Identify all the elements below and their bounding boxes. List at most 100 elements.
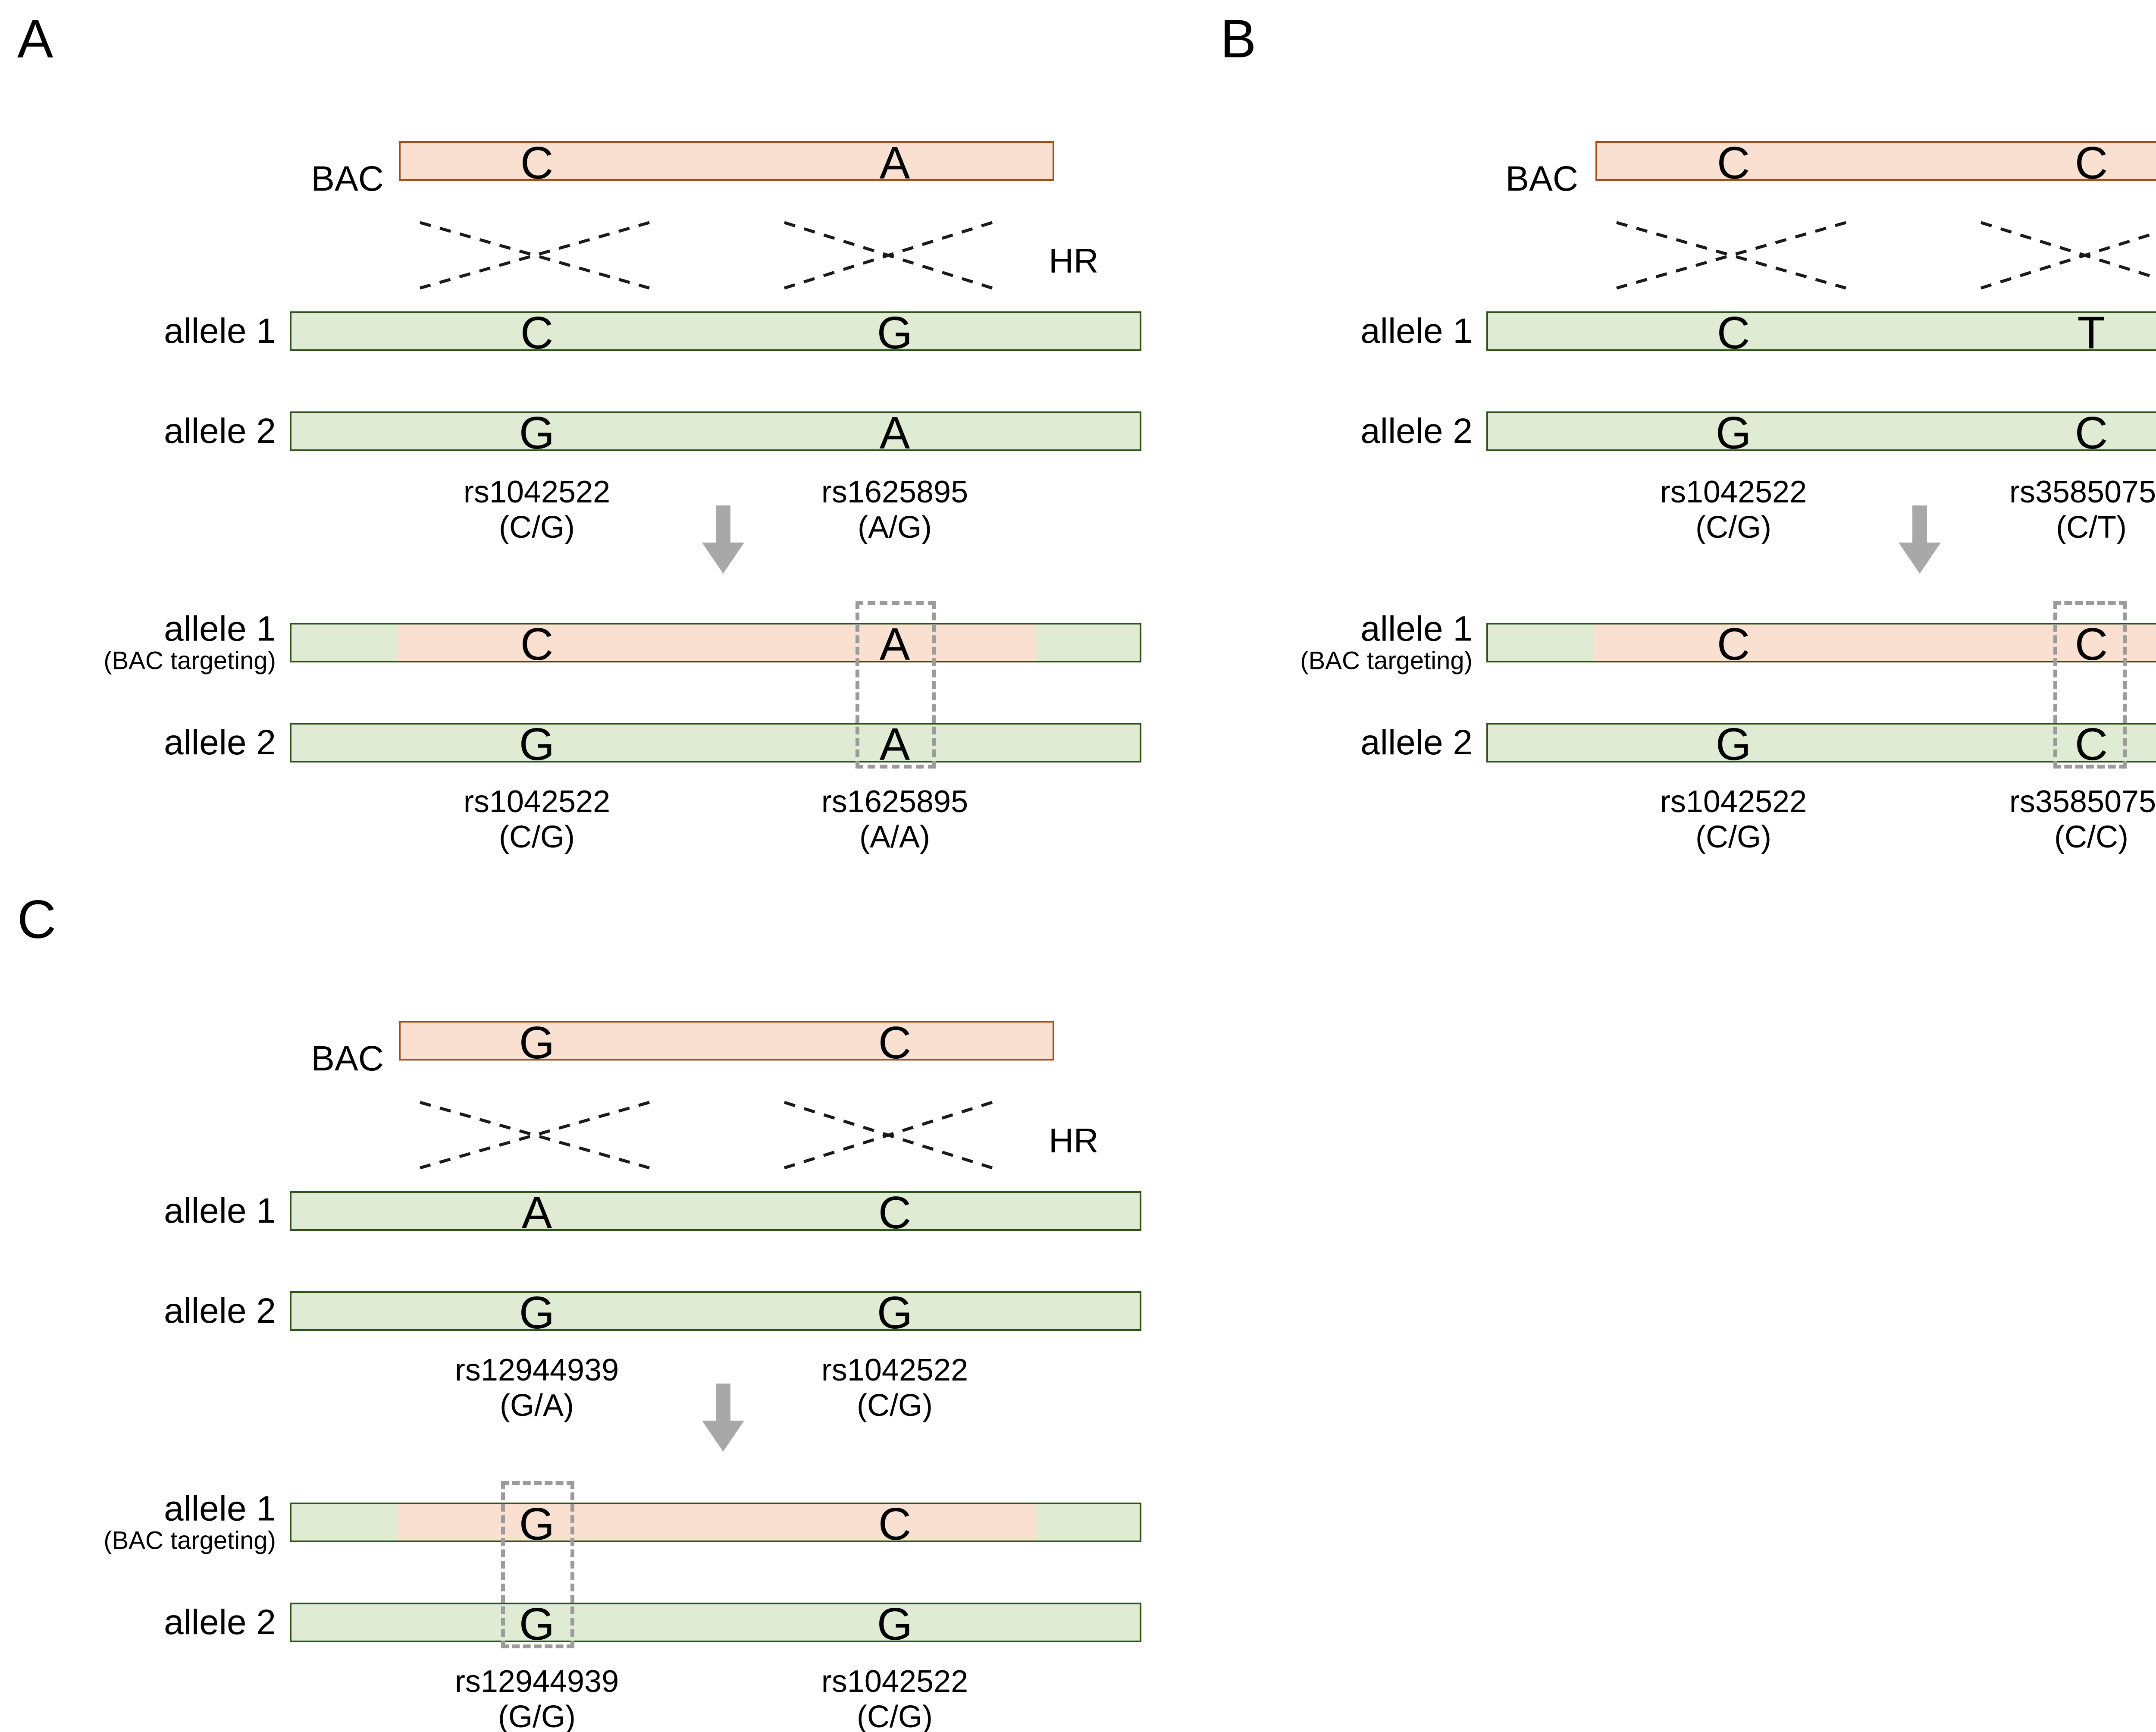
allele-base-a-pre-0-0: C — [520, 307, 554, 358]
crossover-x-b-1 — [1979, 221, 2156, 290]
bac-base-c-0: G — [519, 1017, 555, 1068]
allele-label-c-pre-1: allele 2 — [164, 1291, 276, 1331]
snp-c-post-0: rs12944939 (G/G) — [455, 1664, 619, 1732]
allele-label-c-pre-0: allele 1 — [164, 1191, 276, 1231]
crossover-x-b-0 — [1615, 221, 1848, 290]
allele-base-b-pre-0-1: T — [2077, 307, 2106, 358]
bar-segment-bac-derived — [398, 1503, 1036, 1542]
allele-base-c-post-0-0: G — [519, 1499, 555, 1550]
crossover-x-c-1 — [783, 1101, 994, 1170]
allele-label-a-post-0: allele 1 (BAC targeting) — [86, 611, 276, 674]
allele-base-b-pre-1-1: C — [2075, 408, 2108, 458]
snp-alleles: (C/G) — [857, 1388, 933, 1423]
process-arrow-c — [699, 1384, 747, 1453]
allele-bar-c-pre-1 — [290, 1291, 1141, 1331]
process-arrow-a — [699, 505, 747, 574]
bar-segment-genomic-left — [290, 623, 398, 662]
hr-label-c: HR — [1049, 1121, 1099, 1160]
snp-rsid: rs1625895 — [821, 475, 968, 509]
allele-base-a-pre-1-0: G — [519, 408, 555, 458]
crossover-x-a-0 — [418, 221, 651, 290]
snp-alleles: (C/G) — [1695, 510, 1771, 545]
panel-letter-a: A — [17, 9, 53, 69]
allele-bar-a-post-1 — [290, 723, 1141, 762]
allele-bar-b-pre-0 — [1486, 311, 2156, 351]
allele-bar-a-pre-1 — [290, 411, 1141, 451]
allele-label-b-pre-1: allele 2 — [1360, 411, 1473, 451]
snp-b-pre-1: rs35850753 (C/T) — [2009, 474, 2156, 545]
allele-base-b-pre-1-0: G — [1715, 408, 1752, 458]
allele-base-a-post-0-0: C — [520, 619, 554, 670]
allele-base-a-pre-1-1: A — [879, 408, 910, 458]
allele-bar-c-post-0 — [290, 1503, 1141, 1542]
allele-base-a-pre-0-1: G — [877, 307, 913, 358]
allele-label-main: allele 1 — [1360, 609, 1473, 649]
allele-base-b-pre-0-0: C — [1717, 307, 1750, 358]
snp-rsid: rs12944939 — [454, 1664, 619, 1699]
snp-rsid: rs12944939 — [454, 1353, 619, 1387]
snp-rsid: rs1042522 — [1660, 475, 1807, 509]
bac-bar-b — [1595, 141, 2156, 181]
bac-base-a-1: A — [879, 138, 910, 188]
snp-c-pre-1: rs1042522 (C/G) — [821, 1352, 968, 1423]
snp-alleles: (C/T) — [2056, 510, 2127, 545]
bac-bar-a — [399, 141, 1054, 181]
allele-bar-b-post-0 — [1486, 623, 2156, 662]
bac-base-c-1: C — [878, 1017, 912, 1068]
bar-segment-bac-derived — [398, 623, 1036, 662]
allele-label-sub: (BAC targeting) — [103, 646, 276, 675]
allele-label-a-pre-1: allele 2 — [164, 411, 276, 451]
allele-label-main: allele 1 — [164, 609, 276, 649]
bar-segment-genomic-left — [1486, 623, 1594, 662]
allele-base-a-post-1-0: G — [519, 719, 555, 770]
panel-letter-c: C — [17, 890, 56, 950]
allele-label-b-pre-0: allele 1 — [1360, 311, 1473, 351]
snp-alleles: (A/G) — [858, 510, 932, 545]
allele-base-c-pre-0-1: C — [878, 1187, 912, 1238]
snp-a-post-1: rs1625895 (A/A) — [821, 784, 968, 855]
snp-b-pre-0: rs1042522 (C/G) — [1660, 474, 1807, 545]
allele-base-c-pre-1-0: G — [519, 1287, 555, 1338]
snp-rsid: rs1042522 — [821, 1353, 968, 1387]
crossover-x-c-0 — [418, 1101, 651, 1170]
snp-rsid: rs35850753 — [2009, 475, 2156, 509]
process-arrow-b — [1896, 505, 1943, 574]
allele-bar-b-post-1 — [1486, 723, 2156, 762]
snp-a-pre-0: rs1042522 (C/G) — [464, 474, 610, 545]
allele-bar-b-pre-1 — [1486, 411, 2156, 451]
bac-label-c: BAC — [311, 1039, 384, 1079]
allele-bar-c-post-1 — [290, 1603, 1141, 1642]
allele-bar-c-pre-0 — [290, 1191, 1141, 1231]
snp-b-post-1: rs35850753 (C/C) — [2009, 784, 2156, 855]
snp-a-post-0: rs1042522 (C/G) — [464, 784, 610, 855]
allele-bar-a-pre-0 — [290, 311, 1141, 351]
crossover-x-a-1 — [783, 221, 994, 290]
snp-rsid: rs1042522 — [1660, 784, 1807, 819]
snp-rsid: rs1042522 — [821, 1664, 968, 1699]
snp-c-post-1: rs1042522 (C/G) — [821, 1664, 968, 1732]
allele-base-b-post-1-0: G — [1715, 719, 1752, 770]
snp-rsid: rs1042522 — [463, 475, 611, 509]
allele-base-c-post-0-1: C — [878, 1499, 912, 1550]
allele-label-c-post-1: allele 2 — [164, 1603, 276, 1642]
allele-base-c-post-1-0: G — [519, 1599, 555, 1650]
snp-rsid: rs1042522 — [463, 784, 611, 819]
snp-alleles: (C/G) — [499, 820, 575, 855]
snp-alleles: (C/G) — [499, 510, 575, 545]
hr-label-a: HR — [1049, 242, 1099, 280]
allele-base-c-pre-1-1: G — [877, 1287, 913, 1338]
bar-segment-bac-derived — [1594, 623, 2156, 662]
bac-base-b-0: C — [1717, 138, 1750, 188]
allele-base-c-pre-0-0: A — [521, 1187, 552, 1238]
snp-alleles: (G/G) — [498, 1700, 576, 1732]
allele-base-a-post-1-1: A — [879, 719, 910, 770]
allele-base-b-post-0-0: C — [1717, 619, 1750, 670]
snp-rsid: rs35850753 — [2009, 784, 2156, 819]
snp-alleles: (C/C) — [2054, 820, 2128, 855]
snp-a-pre-1: rs1625895 (A/G) — [821, 474, 968, 545]
allele-base-b-post-0-1: C — [2075, 619, 2108, 670]
allele-base-c-post-1-1: G — [877, 1599, 913, 1650]
allele-bar-a-post-0 — [290, 623, 1141, 662]
allele-label-a-pre-0: allele 1 — [164, 311, 276, 351]
